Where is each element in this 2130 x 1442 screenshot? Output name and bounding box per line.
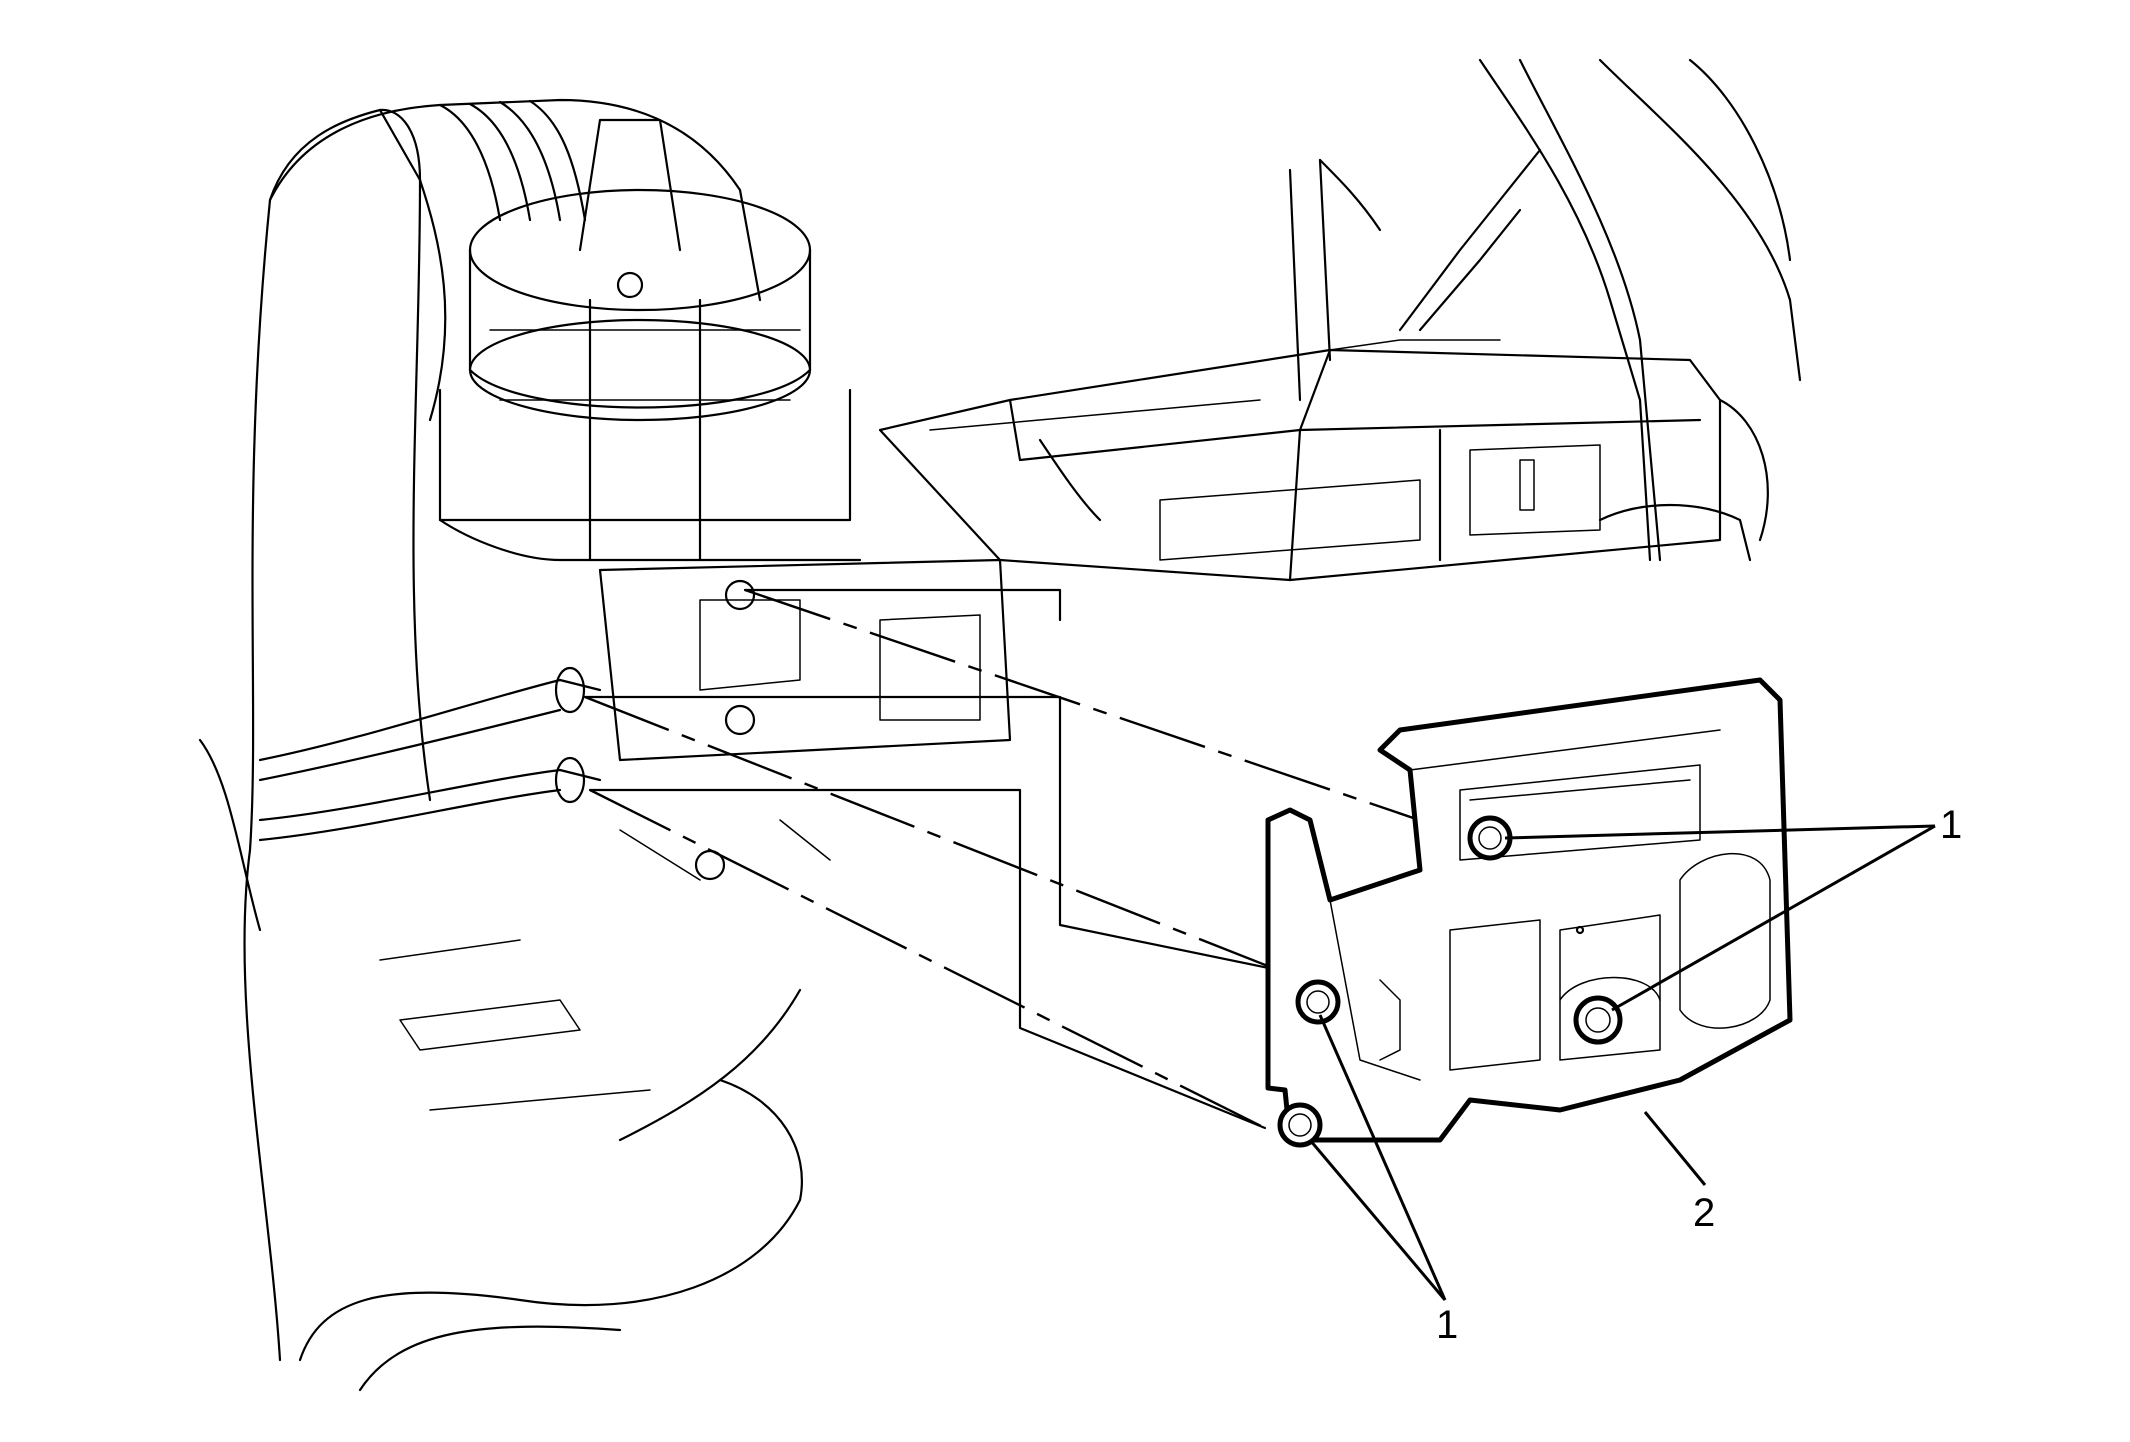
bolt-right-center [1573, 995, 1623, 1045]
callout-1-top-right: 1 [1940, 803, 1963, 847]
callout-1-bottom: 1 [1436, 1303, 1459, 1347]
vehicle-body-left [198, 108, 803, 1392]
bolts [1277, 815, 1623, 1148]
rear-frame-right [1288, 58, 1802, 562]
bolt-top-right [1467, 815, 1513, 861]
bolt-left-lower [1277, 1102, 1323, 1148]
leader-lines [1308, 824, 1936, 1301]
bolt-left-upper [1295, 979, 1341, 1025]
coolant-hoses [258, 666, 602, 842]
battery-connectors [598, 558, 1012, 881]
callout-2: 2 [1693, 1191, 1716, 1235]
alignment-lines [583, 588, 1426, 1130]
battery-cover [1265, 677, 1793, 1143]
air-duct [268, 98, 762, 422]
blower-fan-assembly [438, 118, 862, 562]
